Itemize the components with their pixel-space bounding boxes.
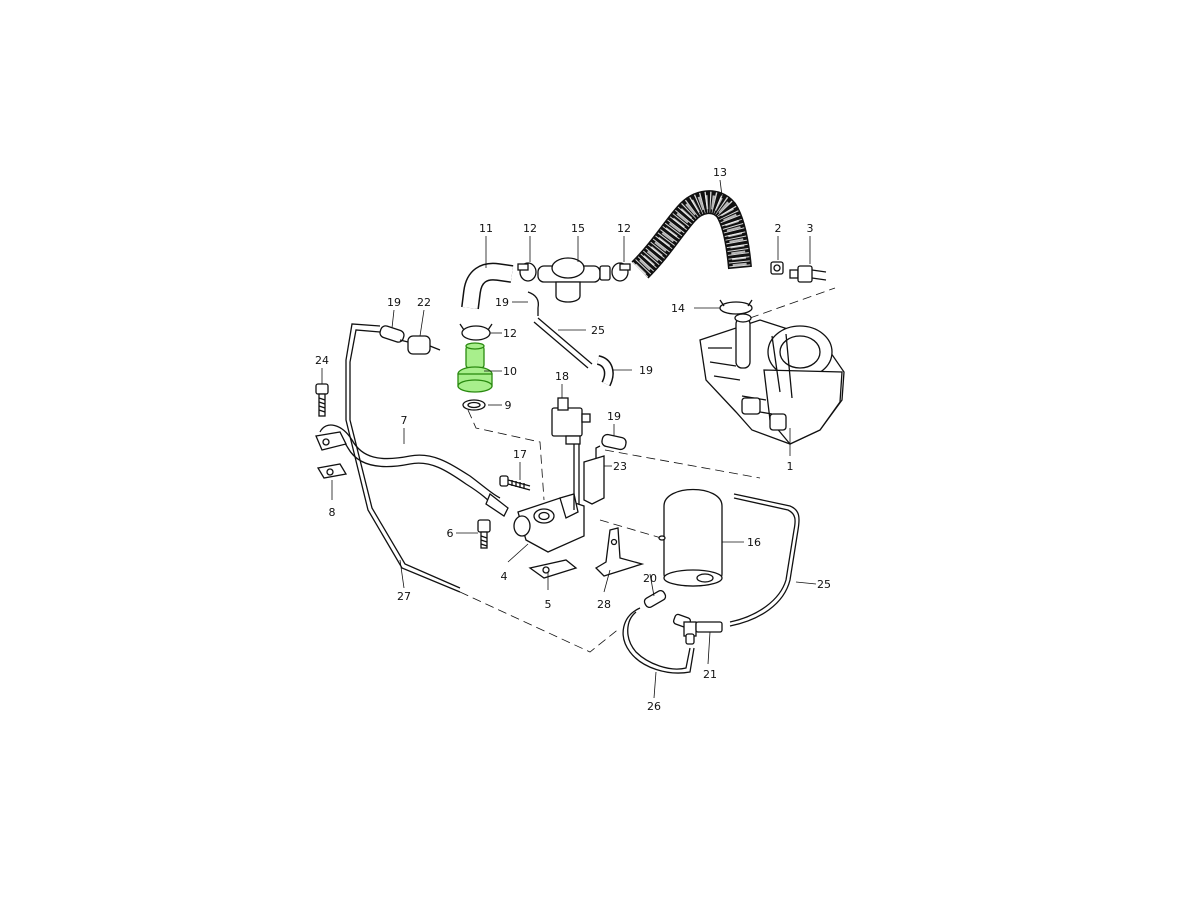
callout-1[interactable]: 1 [787,460,794,473]
callout-4[interactable]: 4 [501,570,508,583]
callout-18[interactable]: 18 [555,370,569,383]
small-hose[interactable] [601,433,627,451]
hose-clamp-large[interactable] [719,299,753,315]
electric-changeover-valve[interactable] [551,397,591,510]
bracket[interactable] [583,445,605,505]
hose-clamp[interactable] [459,323,493,341]
long-vacuum-line[interactable] [345,323,461,593]
callout-23[interactable]: 23 [613,460,627,473]
callout-8[interactable]: 8 [329,506,336,519]
callout-11[interactable]: 11 [479,222,493,235]
check-valve[interactable] [457,342,493,393]
nut[interactable] [770,261,784,275]
callout-21[interactable]: 21 [703,668,717,681]
large-air-hose[interactable] [631,190,752,279]
callout-26[interactable]: 26 [647,700,661,713]
callout-14[interactable]: 14 [671,302,685,315]
callout-6[interactable]: 6 [447,527,454,540]
callout-7[interactable]: 7 [401,414,408,427]
callout-19[interactable]: 19 [639,364,653,377]
small-hose[interactable] [643,589,667,609]
bolt[interactable] [477,519,491,549]
air-pipe[interactable] [319,424,509,517]
inline-filter[interactable] [399,335,441,355]
callout-28[interactable]: 28 [597,598,611,611]
callout-3[interactable]: 3 [807,222,814,235]
callout-5[interactable]: 5 [545,598,552,611]
callout-12[interactable]: 12 [617,222,631,235]
vacuum-line[interactable] [729,493,800,627]
hose-clamp[interactable] [611,262,631,282]
callout-16[interactable]: 16 [747,536,761,549]
t-connector[interactable] [672,613,723,645]
flange-gasket[interactable] [316,463,348,479]
callout-22[interactable]: 22 [417,296,431,309]
connector-stud[interactable] [789,265,827,283]
callout-10[interactable]: 10 [503,365,517,378]
vacuum-line[interactable] [533,317,593,369]
bolt[interactable] [315,383,329,417]
bracket[interactable] [594,527,645,577]
vacuum-reservoir[interactable] [658,488,723,587]
combination-valve-body[interactable] [513,493,585,553]
callout-13[interactable]: 13 [713,166,727,179]
assembly-dash-lines [459,287,836,653]
callout-27[interactable]: 27 [397,590,411,603]
vacuum-line-loop[interactable] [622,607,695,674]
small-hose[interactable] [596,355,614,387]
check-valve-housing[interactable] [537,257,611,303]
callout-20[interactable]: 20 [643,572,657,585]
bolt[interactable] [499,475,531,491]
callout-9[interactable]: 9 [505,399,512,412]
callout-15[interactable]: 15 [571,222,585,235]
leader-lines [321,179,817,699]
callout-12[interactable]: 12 [523,222,537,235]
small-hose[interactable] [379,325,406,344]
callout-25[interactable]: 25 [817,578,831,591]
callout-17[interactable]: 17 [513,448,527,461]
callout-labels: 1 2 3 4 5 6 7 8 9 10 11 12 12 12 13 14 1… [315,166,831,713]
callout-25[interactable]: 25 [591,324,605,337]
callout-12[interactable]: 12 [503,327,517,340]
callout-24[interactable]: 24 [315,354,329,367]
sealing-ring[interactable] [462,399,486,411]
hose-bend[interactable] [461,262,514,310]
small-hose[interactable] [527,291,540,316]
hose-clamp[interactable] [517,262,537,282]
secondary-air-pump[interactable] [699,313,845,445]
callout-19[interactable]: 19 [495,296,509,309]
gasket[interactable] [528,559,578,579]
callout-19[interactable]: 19 [387,296,401,309]
flange[interactable] [315,431,347,451]
callout-19[interactable]: 19 [607,410,621,423]
callout-2[interactable]: 2 [775,222,782,235]
